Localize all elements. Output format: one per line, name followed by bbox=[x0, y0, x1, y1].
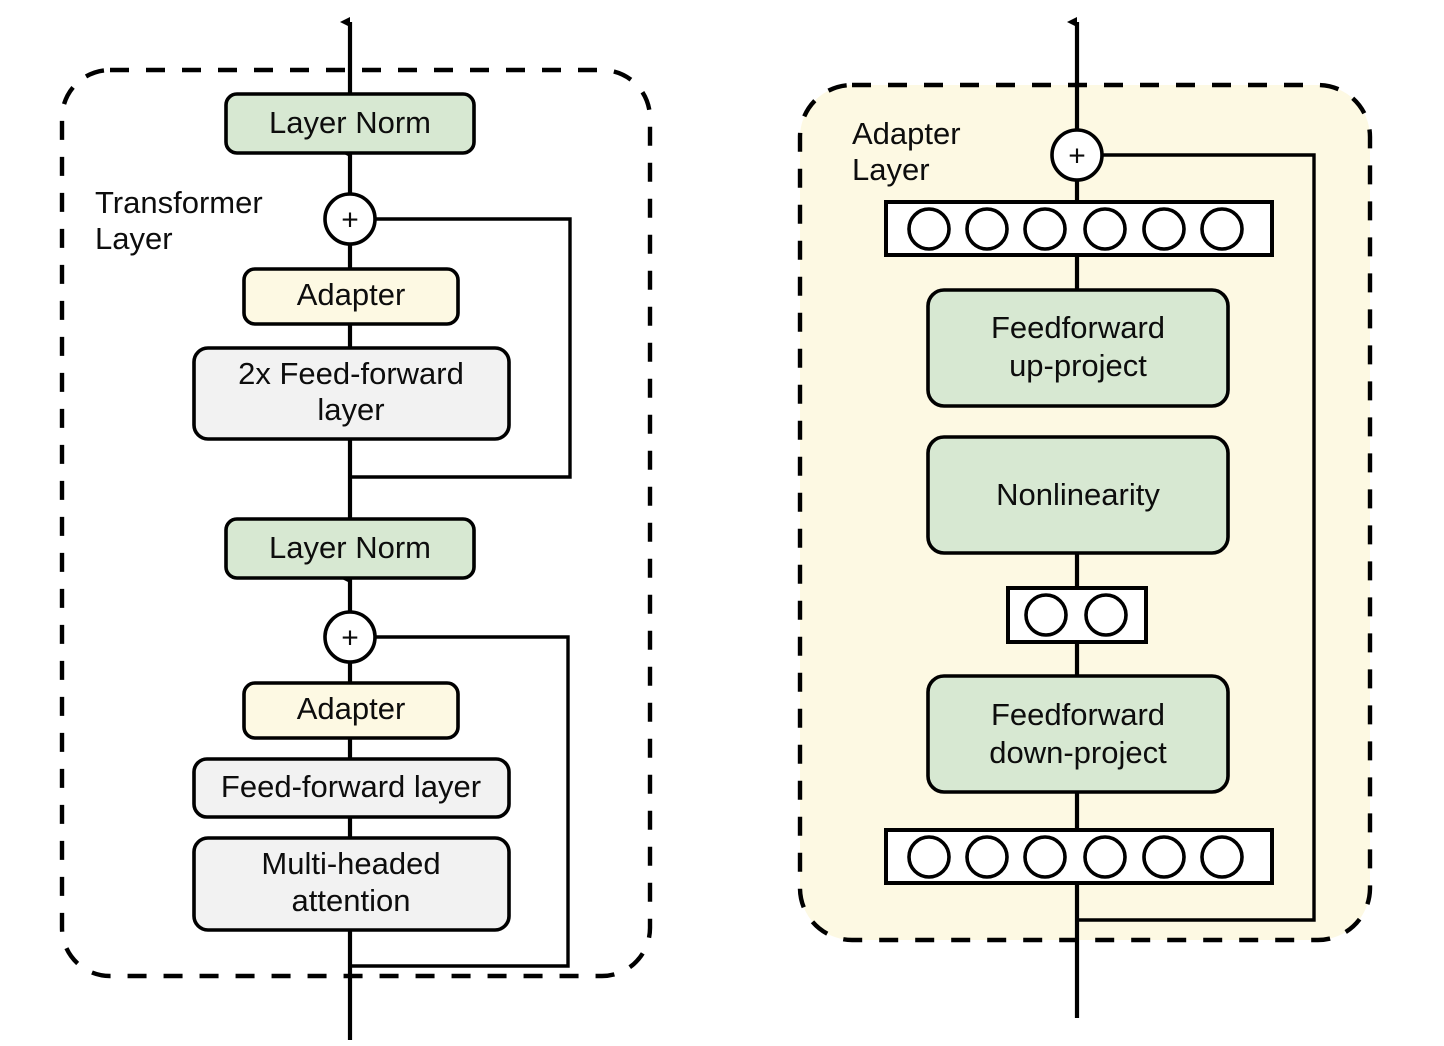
transformer-layer-panel: Transformer Layer Layer Norm bbox=[59, 17, 653, 1040]
block-feedforward-down-project-label-line1: Feedforward bbox=[991, 697, 1165, 732]
block-layer-norm-bottom-label: Layer Norm bbox=[269, 530, 431, 565]
neuron-circle bbox=[907, 207, 951, 251]
transformer-layer-dashed-border bbox=[59, 67, 653, 979]
adder-top-circle bbox=[323, 192, 377, 246]
residual-connection-adapter bbox=[1079, 153, 1316, 922]
adder-bottom[interactable]: + bbox=[323, 610, 377, 664]
neuron-circle bbox=[1083, 835, 1127, 879]
block-feed-forward-layer[interactable]: Feed-forward layer bbox=[192, 757, 511, 819]
block-layer-norm-bottom-shape bbox=[224, 517, 476, 580]
adder-bottom-circle bbox=[323, 610, 377, 664]
block-feed-forward-2x-label-line1: 2x Feed-forward bbox=[238, 356, 464, 391]
neuron-circle bbox=[1023, 207, 1067, 251]
transformer-layer-title-line2: Layer bbox=[95, 221, 173, 256]
block-nonlinearity[interactable]: Nonlinearity bbox=[926, 435, 1230, 555]
block-multi-headed-attention-shape bbox=[192, 836, 511, 932]
block-feed-forward-2x-shape bbox=[192, 346, 511, 441]
adder-adapter-symbol: + bbox=[1068, 140, 1086, 173]
block-adapter-bottom-shape bbox=[242, 681, 460, 740]
block-nonlinearity-shape bbox=[926, 435, 1230, 555]
neuron-circle bbox=[1142, 835, 1186, 879]
block-multi-headed-attention-label-line2: attention bbox=[292, 883, 411, 918]
block-feedforward-down-project[interactable]: Feedforward down-project bbox=[926, 674, 1230, 794]
neuron-circle bbox=[1083, 207, 1127, 251]
neuron-circle bbox=[1084, 593, 1128, 637]
block-adapter-bottom[interactable]: Adapter bbox=[242, 681, 460, 740]
adder-adapter-circle bbox=[1050, 128, 1104, 182]
neuron-circle bbox=[1023, 835, 1067, 879]
adder-top[interactable]: + bbox=[323, 192, 377, 246]
neuron-circle bbox=[965, 835, 1009, 879]
block-adapter-bottom-label: Adapter bbox=[297, 691, 406, 726]
adapter-layer-title: Adapter bbox=[852, 116, 961, 151]
block-feedforward-up-project-label-line1: Feedforward bbox=[991, 310, 1165, 345]
neuron-circle bbox=[1200, 207, 1244, 251]
block-adapter-top-label: Adapter bbox=[297, 277, 406, 312]
block-layer-norm-top[interactable]: Layer Norm bbox=[224, 92, 476, 155]
residual-connection-bottom bbox=[352, 635, 570, 968]
neuron-row-output[interactable] bbox=[884, 200, 1274, 257]
neuron-row-bottleneck[interactable] bbox=[1006, 586, 1148, 644]
adder-bottom-symbol: + bbox=[341, 622, 359, 655]
transformer-layer-title: Transformer bbox=[95, 185, 263, 220]
block-feedforward-up-project-shape bbox=[926, 288, 1230, 408]
block-feed-forward-layer-shape bbox=[192, 757, 511, 819]
block-adapter-top-shape bbox=[242, 267, 460, 326]
adder-top-symbol: + bbox=[341, 204, 359, 237]
neuron-row-input[interactable] bbox=[884, 828, 1274, 885]
block-feedforward-down-project-shape bbox=[926, 674, 1230, 794]
adder-adapter[interactable]: + bbox=[1050, 128, 1104, 182]
neuron-circle bbox=[1142, 207, 1186, 251]
adapter-layer-panel: Adapter Layer + bbox=[797, 17, 1373, 1018]
neuron-circle bbox=[1200, 835, 1244, 879]
neuron-circle bbox=[1024, 593, 1068, 637]
block-multi-headed-attention-label-line1: Multi-headed bbox=[261, 846, 440, 881]
block-layer-norm-top-shape bbox=[224, 92, 476, 155]
block-feedforward-up-project-label-line2: up-project bbox=[1009, 348, 1147, 383]
block-feed-forward-2x-label-line2: layer bbox=[317, 392, 384, 427]
block-nonlinearity-label: Nonlinearity bbox=[996, 477, 1160, 512]
neuron-circle bbox=[907, 835, 951, 879]
residual-connection-top bbox=[352, 217, 572, 479]
block-layer-norm-top-label: Layer Norm bbox=[269, 105, 431, 140]
block-feedforward-up-project[interactable]: Feedforward up-project bbox=[926, 288, 1230, 408]
neuron-circle bbox=[965, 207, 1009, 251]
block-adapter-top[interactable]: Adapter bbox=[242, 267, 460, 326]
adapter-layer-title-line2: Layer bbox=[852, 152, 930, 187]
block-layer-norm-bottom[interactable]: Layer Norm bbox=[224, 517, 476, 580]
block-feedforward-down-project-label-line2: down-project bbox=[989, 735, 1167, 770]
block-feed-forward-layer-label: Feed-forward layer bbox=[221, 769, 481, 804]
block-multi-headed-attention[interactable]: Multi-headed attention bbox=[192, 836, 511, 932]
block-feed-forward-2x[interactable]: 2x Feed-forward layer bbox=[192, 346, 511, 441]
